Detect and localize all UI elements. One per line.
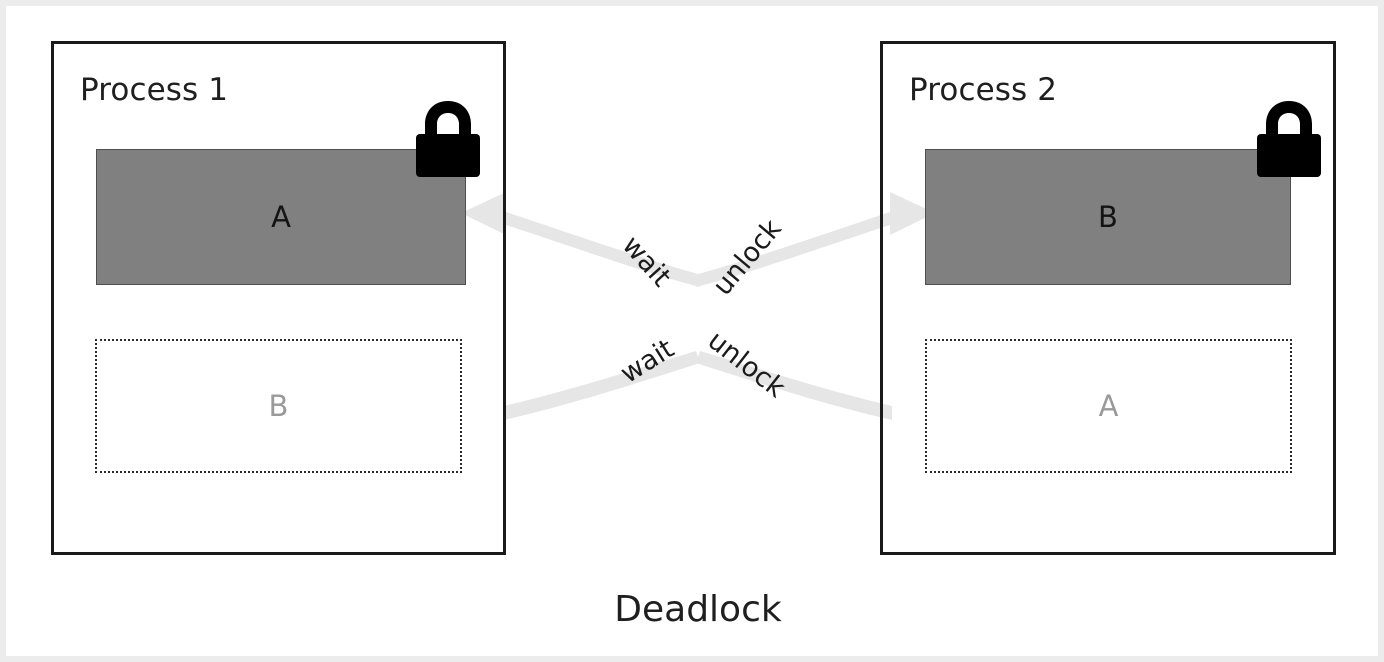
process-2-container: Process 2 [880, 41, 1336, 555]
edge-top-wait [461, 192, 700, 287]
arrow-layer [461, 192, 935, 420]
process-1-title: Process 1 [80, 72, 229, 108]
process-2-wanted-resource-label: A [1098, 389, 1119, 423]
process-2-wanted-resource[interactable]: A [925, 339, 1292, 473]
padlock-icon [416, 101, 480, 177]
process-2-held-resource[interactable]: B [925, 149, 1291, 285]
diagram-caption: Deadlock [614, 589, 782, 630]
process-1-wanted-resource[interactable]: B [95, 339, 462, 473]
process-2-title: Process 2 [909, 72, 1058, 108]
edge-top-unlock [696, 192, 935, 287]
process-1-held-resource[interactable]: A [96, 149, 466, 285]
process-1-held-resource-label: A [271, 200, 291, 234]
process-2-held-resource-label: B [1098, 200, 1118, 234]
edge-bottom-wait [504, 351, 700, 420]
padlock-icon [1257, 101, 1321, 177]
process-1-container: Process 1 [51, 41, 506, 555]
edge-bottom-unlock [696, 351, 892, 420]
process-1-wanted-resource-label: B [268, 389, 289, 423]
